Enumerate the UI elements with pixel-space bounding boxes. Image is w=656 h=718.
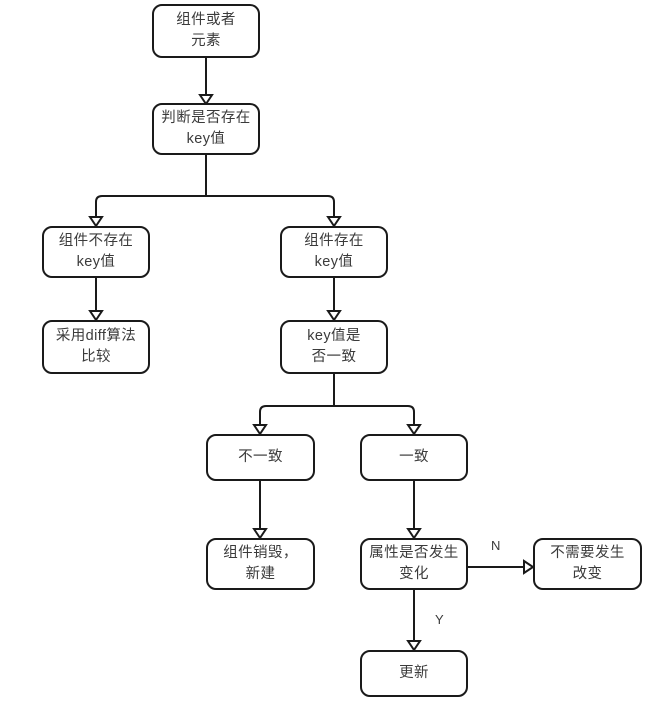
node-start[interactable]: 组件或者 元素 — [152, 4, 260, 58]
connector-check-key-split — [88, 155, 342, 228]
edge-label-y: Y — [435, 612, 445, 627]
connector-same-to-attr-change — [406, 481, 422, 540]
node-destroy-new[interactable]: 组件销毁， 新建 — [206, 538, 315, 590]
node-no-change[interactable]: 不需要发生 改变 — [533, 538, 642, 590]
node-has-key[interactable]: 组件存在 key值 — [280, 226, 388, 278]
node-not-same[interactable]: 不一致 — [206, 434, 315, 481]
connector-start-to-check-key — [198, 58, 214, 106]
node-no-key[interactable]: 组件不存在 key值 — [42, 226, 150, 278]
connector-attr-change-to-update — [406, 590, 422, 652]
node-attr-change[interactable]: 属性是否发生 变化 — [360, 538, 468, 590]
connector-no-key-to-diff — [88, 278, 104, 322]
connector-not-same-to-destroy-new — [252, 481, 268, 540]
node-key-same[interactable]: key值是 否一致 — [280, 320, 388, 374]
node-update[interactable]: 更新 — [360, 650, 468, 697]
connector-has-key-to-key-same — [326, 278, 342, 322]
node-same[interactable]: 一致 — [360, 434, 468, 481]
connector-key-same-split — [252, 374, 422, 436]
connector-attr-change-to-no-change — [468, 559, 535, 575]
edge-label-n: N — [491, 538, 501, 553]
node-check-key[interactable]: 判断是否存在 key值 — [152, 103, 260, 155]
node-diff[interactable]: 采用diff算法 比较 — [42, 320, 150, 374]
